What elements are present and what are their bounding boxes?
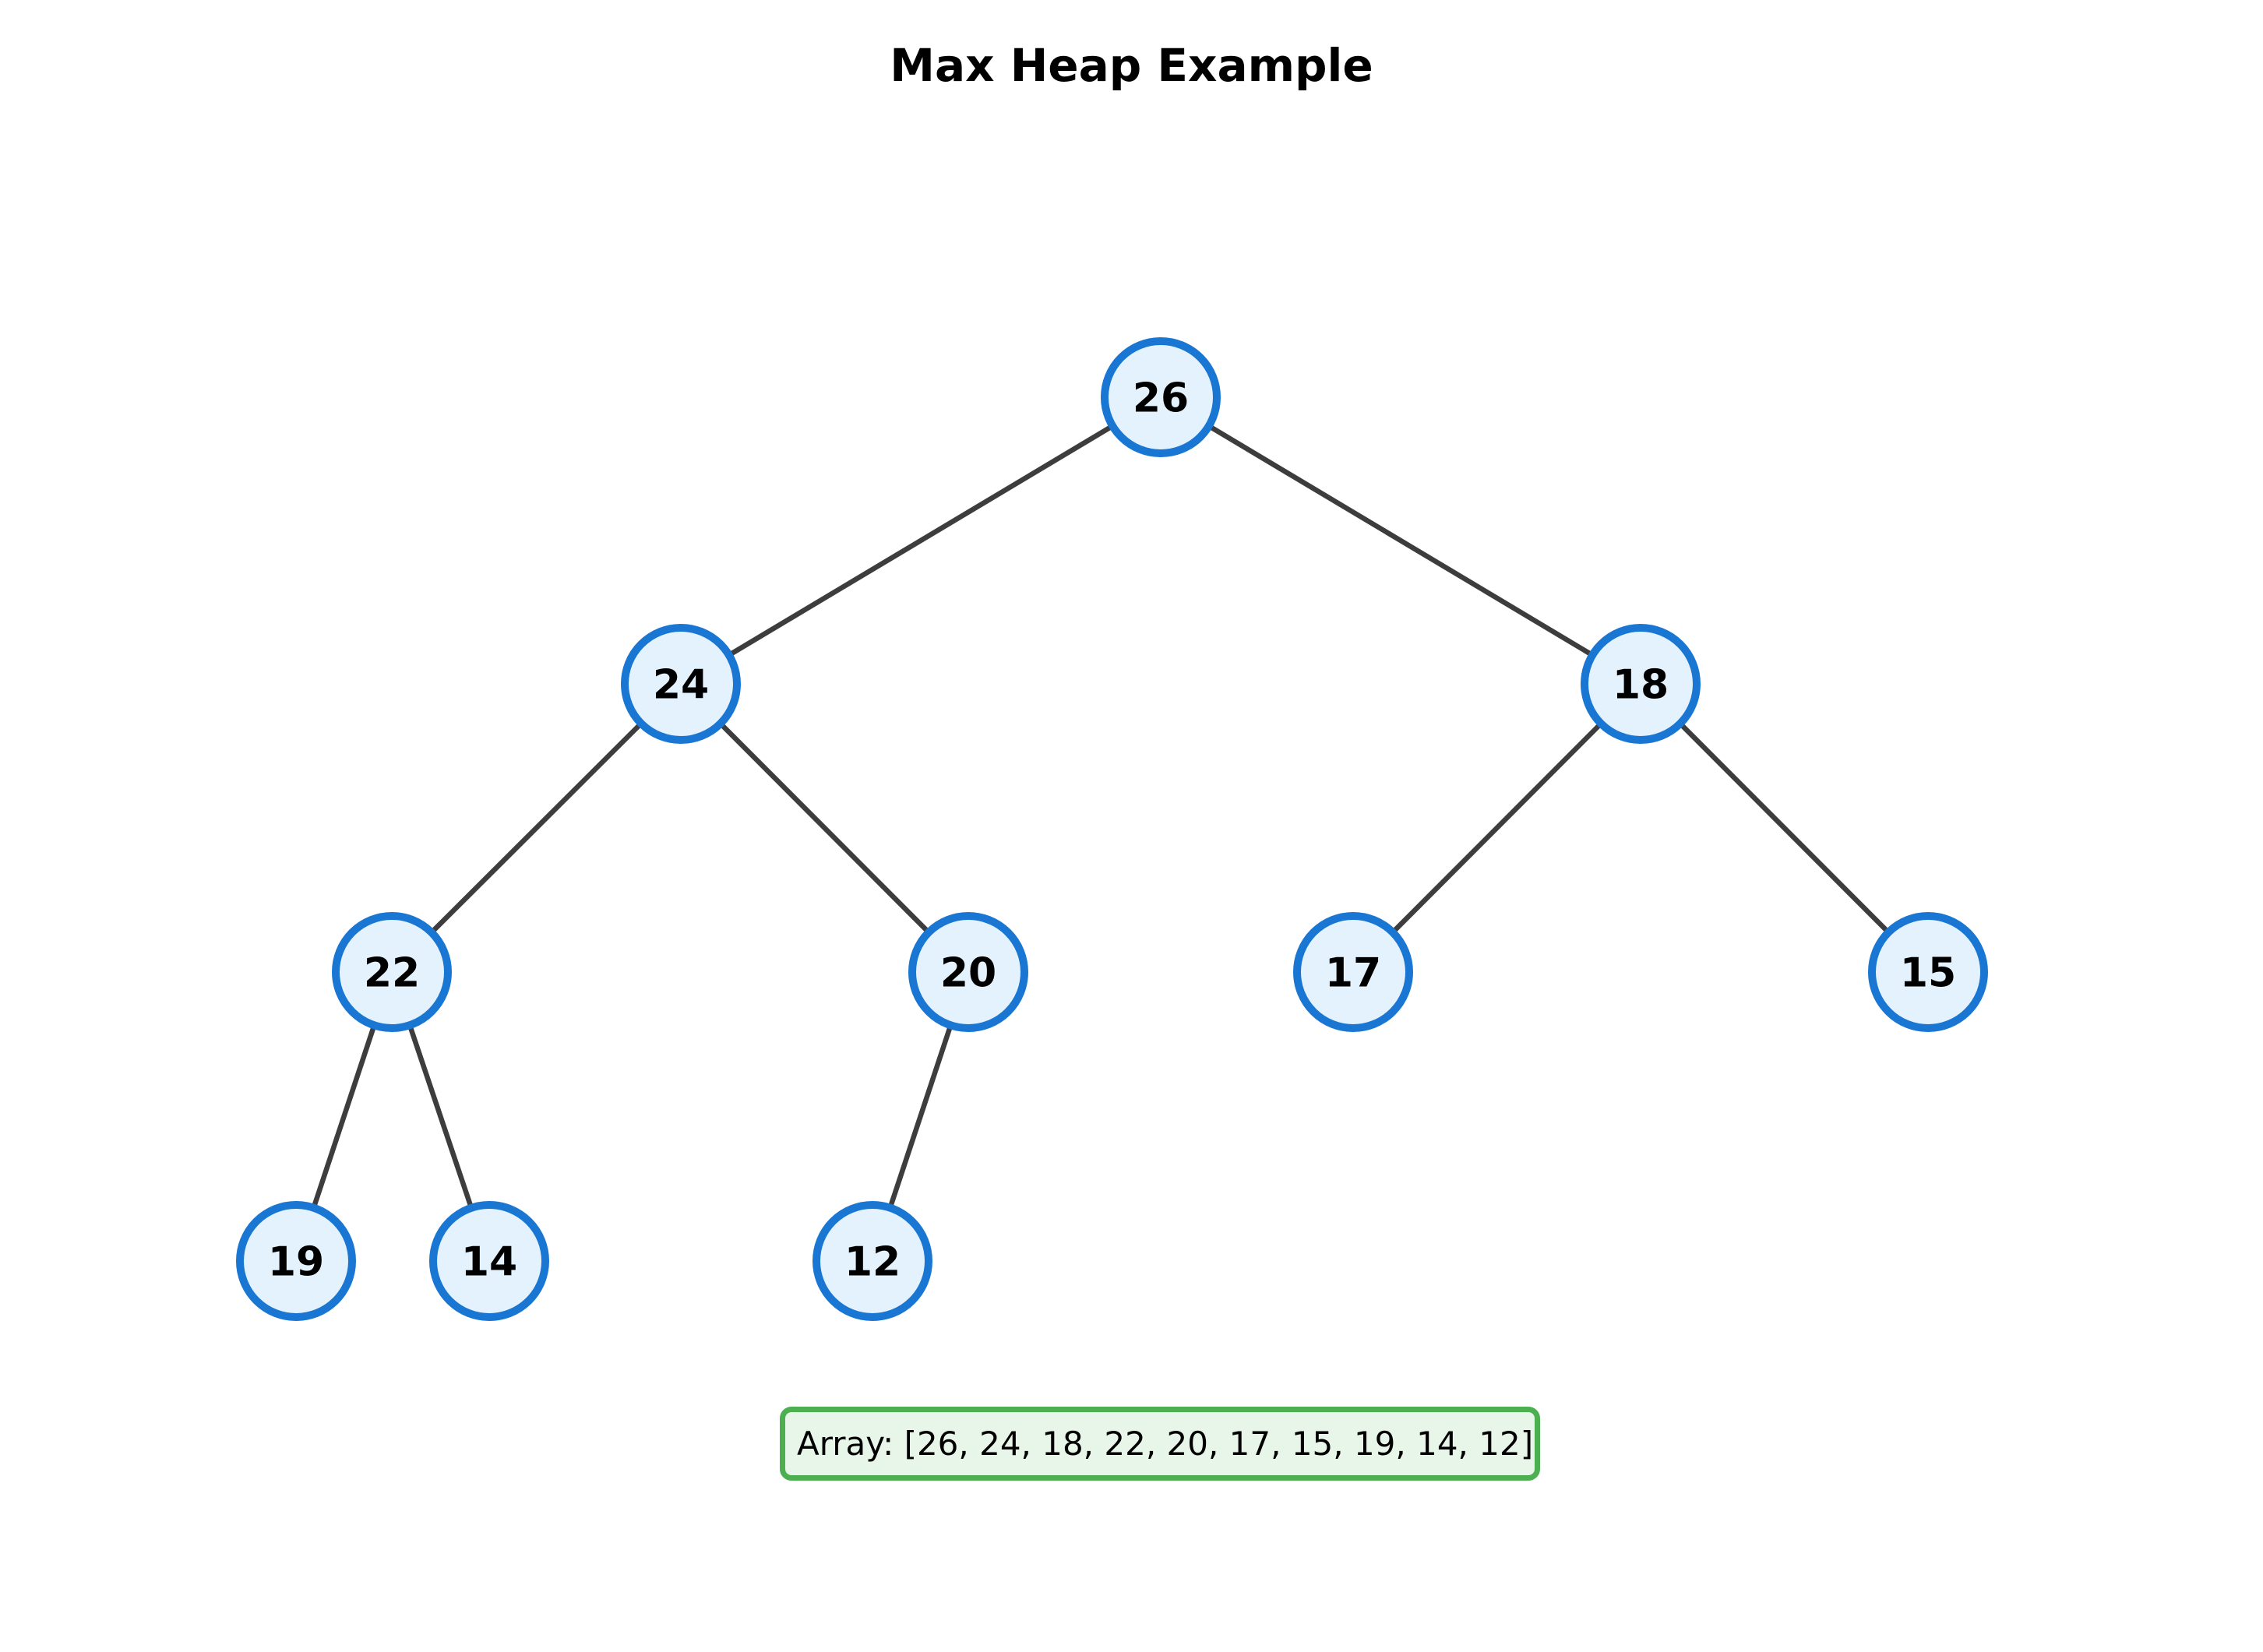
tree-node-circle — [1293, 912, 1413, 1032]
tree-node-17: 17 — [1293, 912, 1413, 1032]
tree-node-label: 22 — [364, 950, 420, 997]
tree-node-circle — [1101, 337, 1221, 457]
tree-node-14: 14 — [429, 1201, 549, 1321]
tree-node-24: 24 — [621, 624, 741, 744]
tree-edge-24-20 — [678, 681, 971, 975]
tree-node-22: 22 — [332, 912, 452, 1032]
tree-edge-18-17 — [1350, 681, 1644, 975]
tree-node-19: 19 — [236, 1201, 356, 1321]
tree-edge-26-18 — [1158, 394, 1644, 687]
tree-node-label: 19 — [268, 1239, 324, 1286]
tree-node-label: 12 — [844, 1239, 901, 1286]
tree-node-circle — [1581, 624, 1701, 744]
tree-node-circle — [812, 1201, 932, 1321]
tree-node-circle — [236, 1201, 356, 1321]
array-representation-label: Array: [26, 24, 18, 22, 20, 17, 15, 19, … — [797, 1425, 1534, 1463]
tree-node-label: 18 — [1613, 662, 1669, 709]
tree-node-26: 26 — [1101, 337, 1221, 457]
tree-node-label: 15 — [1900, 950, 1956, 997]
tree-node-circle — [621, 624, 741, 744]
tree-node-18: 18 — [1581, 624, 1701, 744]
tree-node-label: 14 — [461, 1239, 517, 1286]
tree-node-label: 26 — [1133, 375, 1189, 422]
tree-edge-24-22 — [389, 681, 684, 975]
tree-node-label: 20 — [940, 950, 996, 997]
tree-node-circle — [332, 912, 452, 1032]
tree-node-circle — [1868, 912, 1988, 1032]
tree-node-label: 17 — [1325, 950, 1381, 997]
tree-edge-26-24 — [678, 394, 1164, 687]
tree-node-15: 15 — [1868, 912, 1988, 1032]
array-representation-box: Array: [26, 24, 18, 22, 20, 17, 15, 19, … — [780, 1407, 1540, 1481]
tree-node-12: 12 — [812, 1201, 932, 1321]
tree-node-circle — [908, 912, 1028, 1032]
tree-edge-18-15 — [1637, 681, 1931, 975]
tree-node-label: 24 — [653, 662, 709, 709]
page-title: Max Heap Example — [890, 39, 1373, 92]
tree-node-20: 20 — [908, 912, 1028, 1032]
tree-node-circle — [429, 1201, 549, 1321]
